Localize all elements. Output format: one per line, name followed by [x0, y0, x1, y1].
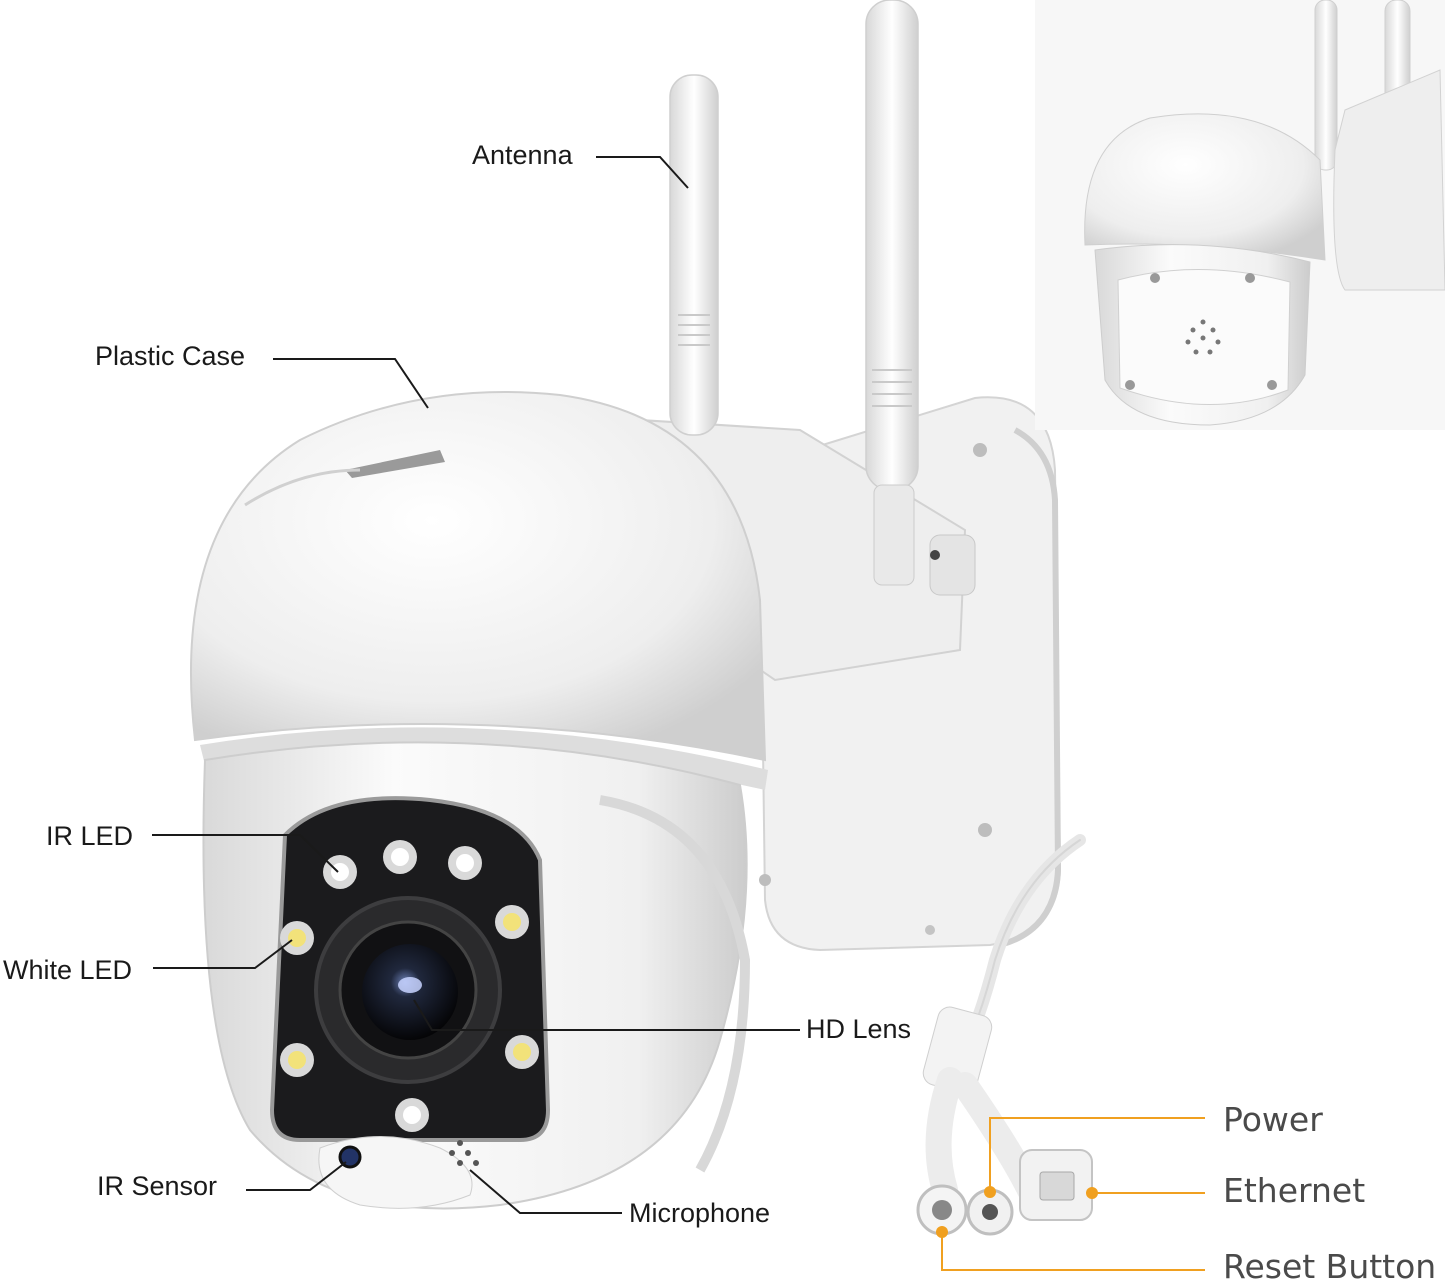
port-markers	[936, 1186, 1098, 1238]
white-led-group	[280, 905, 539, 1077]
label-plastic-case: Plastic Case	[95, 341, 246, 371]
label-ir-sensor: IR Sensor	[97, 1171, 218, 1201]
label-ethernet: Ethernet	[1223, 1171, 1366, 1210]
label-ir-led: IR LED	[46, 821, 134, 851]
label-reset-button: Reset Button	[1223, 1247, 1437, 1283]
label-white-led: White LED	[3, 955, 133, 985]
label-antenna: Antenna	[472, 140, 573, 170]
inset-back-view	[1035, 0, 1445, 430]
cable-assembly	[916, 834, 1093, 1236]
label-hd-lens: HD Lens	[806, 1014, 912, 1044]
hd-lens	[314, 896, 502, 1084]
antenna-left	[669, 74, 719, 436]
leader-lines	[152, 156, 800, 1214]
antenna-right	[865, 0, 976, 596]
microphone-holes	[449, 1140, 479, 1166]
label-microphone: Microphone	[629, 1198, 771, 1228]
port-leader-lines	[941, 1117, 1205, 1271]
plastic-case-dome	[189, 391, 768, 790]
ir-led-group	[323, 840, 482, 1132]
label-power: Power	[1223, 1100, 1323, 1139]
